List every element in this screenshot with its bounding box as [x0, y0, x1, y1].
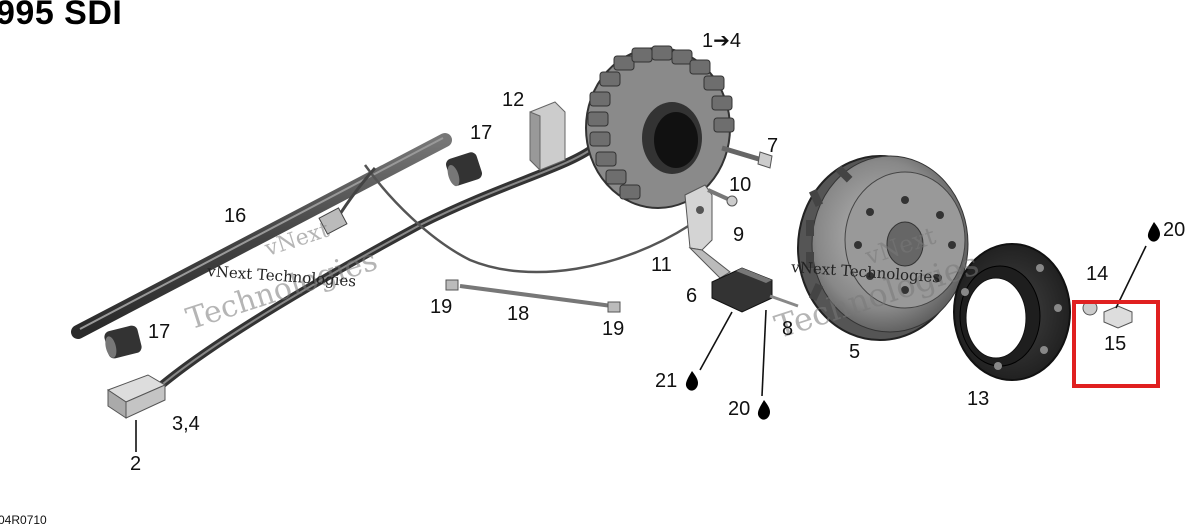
label-8: 8 — [782, 318, 794, 340]
drawing-code: 04R0710 — [0, 513, 47, 527]
label-3-4: 3,4 — [172, 413, 200, 435]
connector-block — [106, 374, 167, 419]
page-title: 995 SDI — [0, 0, 123, 32]
label-16: 16 — [224, 205, 247, 227]
sensor-6 — [711, 267, 773, 313]
label-1-4: 1➔4 — [702, 30, 742, 52]
label-21: 21 — [655, 370, 678, 392]
highlight-box-part-15 — [1072, 300, 1160, 388]
bracket-11 — [684, 184, 731, 279]
label-17-upper: 17 — [470, 122, 493, 144]
drop-icon-20-bottom — [757, 400, 770, 420]
label-6: 6 — [686, 285, 698, 307]
label-9: 9 — [733, 224, 745, 246]
label-13: 13 — [967, 388, 990, 410]
label-19-left: 19 — [430, 296, 453, 318]
grommet-17-upper — [446, 152, 482, 187]
label-5: 5 — [849, 341, 861, 363]
drop-icon-20-top — [1147, 222, 1160, 242]
label-10: 10 — [729, 174, 752, 196]
label-18: 18 — [507, 303, 530, 325]
bolt-15 — [1103, 305, 1133, 329]
screw-8 — [769, 294, 799, 308]
stator-1-4 — [585, 45, 735, 209]
label-19-right: 19 — [602, 318, 625, 340]
drop-icon-21 — [685, 371, 698, 391]
rod-16 — [71, 133, 452, 339]
screw-10 — [707, 188, 738, 207]
label-17-lower: 17 — [148, 321, 171, 343]
label-7: 7 — [767, 135, 779, 157]
rod-18 — [445, 279, 621, 313]
ring-gear-13 — [953, 243, 1071, 381]
label-20-top: 20 — [1163, 219, 1186, 241]
bolt-7 — [721, 145, 773, 169]
wire-connector — [318, 207, 348, 235]
wire-harness — [147, 146, 691, 398]
label-15: 15 — [1104, 333, 1127, 355]
label-11: 11 — [651, 254, 672, 276]
label-20-bottom: 20 — [728, 398, 751, 420]
flywheel-5 — [797, 155, 969, 341]
label-14: 14 — [1086, 263, 1109, 285]
label-12: 12 — [502, 89, 525, 111]
leader-lines — [135, 245, 1147, 452]
label-2: 2 — [130, 453, 142, 475]
bracket-plate-12 — [529, 101, 566, 172]
grommet-17-lower — [104, 325, 142, 359]
